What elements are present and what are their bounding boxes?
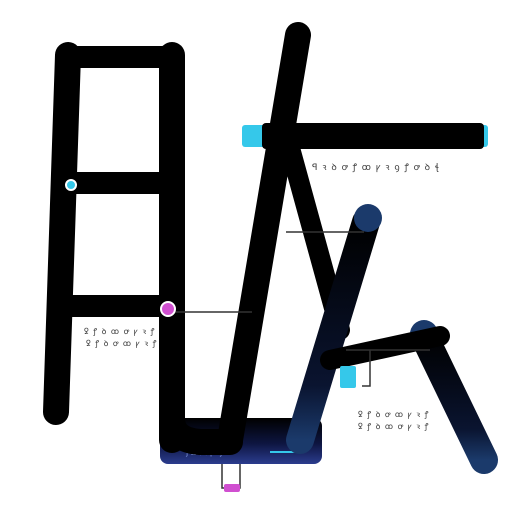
stem-foot [224,484,240,492]
cyan-square-right [340,366,356,388]
connector-right-drop [362,350,371,387]
cyan-node-left [65,179,77,191]
right-diagonal-hook [320,326,450,370]
top-horizontal-bar [262,123,484,149]
left-frame [43,42,185,453]
annotation-bottom-right-1: ꝿ ꝭ ꝺ ꝍ ꝏ ꝩ ꝛ ꝭ [358,410,430,419]
center-tall-stroke [217,22,311,453]
annotation-top-right: ꟼ ꝛ ꝺ ꝍ ꝭ ꝏ ꝩ ꝛ ꝯ ꝭ ꝍ ꝺ ꞎ [312,163,441,173]
left-frame-outer-stroke [43,42,81,425]
left-base-curve [159,287,243,455]
magenta-node [160,301,176,317]
thin-connectors [172,231,430,387]
annotation-left-line-2: ꝿ ꝭ ꝺ ꝍ ꝏ ꝩ ꝛ ꝭ [86,339,158,348]
right-diagonal-stroke [410,322,498,474]
annotation-bottom-right-2: ꝿ ꝭ ꝺ ꝏ ꝍ ꝩ ꝛ ꝭ [358,422,430,431]
mid-diagonal-cap [354,204,382,232]
annotation-left-line-1: ꝿ ꝭ ꝺ ꝏ ꝍ ꝩ ꝛ ꝭ [84,327,156,336]
mid-diagonal-stroke [286,208,380,454]
